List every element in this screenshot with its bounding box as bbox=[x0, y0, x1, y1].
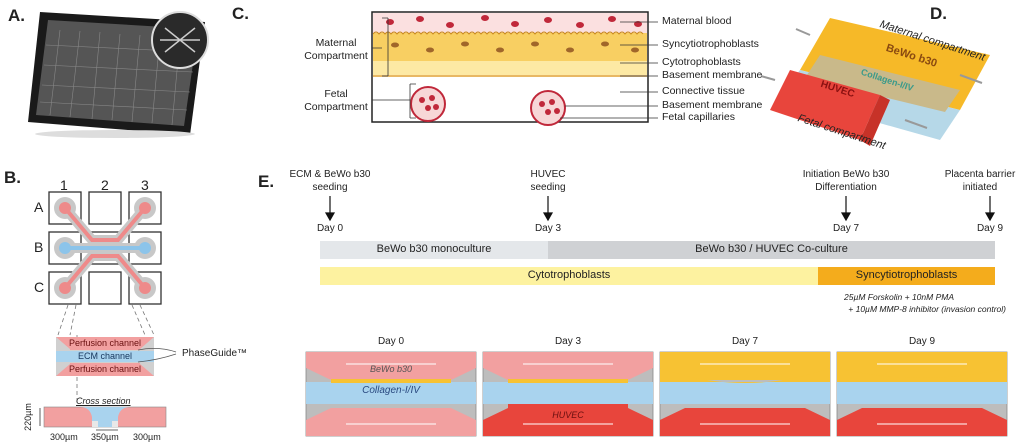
bar-coculture bbox=[548, 241, 995, 259]
event-subtitle: initiated bbox=[962, 182, 998, 193]
bewo-cells bbox=[508, 379, 628, 383]
label-width: 300µm bbox=[50, 432, 78, 442]
column-label: 2 bbox=[101, 177, 109, 193]
treatment-line-1: 25µM Forskolin + 10nM PMA bbox=[843, 292, 954, 302]
label-phaseguide: PhaseGuide™ bbox=[182, 348, 248, 359]
label-height: 220µm bbox=[22, 403, 33, 431]
fetal-channel bbox=[306, 408, 476, 436]
chip-layout bbox=[39, 191, 177, 431]
ecm-channel bbox=[306, 382, 476, 404]
bewo-layer bbox=[660, 368, 830, 383]
layer-label: Maternal blood bbox=[662, 15, 732, 27]
panel-label-b: B. bbox=[4, 168, 21, 187]
label-width: 350µm bbox=[91, 432, 119, 442]
label-monoculture: BeWo b30 monoculture bbox=[376, 243, 492, 255]
label-cytotrophoblasts: Cytotrophoblasts bbox=[527, 269, 611, 281]
chip-top-label: BeWo b30 bbox=[369, 364, 413, 374]
row-label: B bbox=[34, 239, 44, 255]
bewo-cells bbox=[331, 379, 451, 383]
label-ecm: ECM channel bbox=[77, 351, 133, 361]
chip-day: Day 0 bbox=[377, 336, 405, 347]
label-perfusion-top: Perfusion channel bbox=[68, 338, 142, 348]
panel-label-d: D. bbox=[930, 4, 947, 23]
treatment-line-2: + 10µM MMP-8 inhibitor (invasion control… bbox=[848, 304, 1006, 314]
column-label: 1 bbox=[60, 177, 68, 193]
panel-label-c: C. bbox=[232, 4, 249, 23]
timeline-arrows bbox=[324, 196, 996, 222]
label-width: 300µm bbox=[133, 432, 161, 442]
bar-syncytiotrophoblasts bbox=[818, 267, 995, 285]
event-day: Day 9 bbox=[976, 223, 1004, 234]
layer-label: Cytotrophoblasts bbox=[662, 56, 741, 68]
maternal-channel bbox=[660, 352, 830, 380]
fetal-channel bbox=[660, 408, 830, 436]
maternal-channel bbox=[306, 352, 476, 380]
maternal-channel bbox=[837, 352, 1007, 380]
event-subtitle: Differentiation bbox=[815, 182, 877, 193]
huvec-cells bbox=[508, 404, 628, 410]
layer-label: Syncytiotrophoblasts bbox=[662, 38, 759, 50]
label-cross-section: Cross section bbox=[76, 396, 131, 406]
panel-label-a: A. bbox=[8, 6, 25, 25]
row-label: C bbox=[34, 279, 45, 295]
layer-label: Basement membrane bbox=[662, 69, 763, 81]
ecm-channel bbox=[660, 382, 830, 404]
chip-panels bbox=[305, 351, 1008, 437]
chip-day: Day 7 bbox=[731, 336, 759, 347]
event-title: Placenta barrier bbox=[944, 169, 1016, 180]
fetal-channel bbox=[483, 408, 653, 436]
column-label: 3 bbox=[141, 177, 149, 193]
label-perfusion-bottom: Perfusion channel bbox=[68, 364, 142, 374]
event-subtitle: seeding bbox=[530, 182, 566, 193]
label-syncytiotrophoblasts: Syncytiotrophoblasts bbox=[855, 269, 958, 281]
event-day: Day 0 bbox=[316, 223, 344, 234]
chip-day: Day 9 bbox=[908, 336, 936, 347]
label-coculture: BeWo b30 / HUVEC Co-culture bbox=[695, 243, 848, 255]
layer-label: Basement membrane bbox=[662, 99, 763, 111]
ecm-channel bbox=[837, 382, 1007, 404]
ecm-channel bbox=[483, 382, 653, 404]
bar-monoculture bbox=[320, 241, 548, 259]
fetal-channel bbox=[837, 408, 1007, 436]
event-title: ECM & BeWo b30 bbox=[289, 169, 371, 180]
layer-label: Connective tissue bbox=[662, 85, 745, 97]
event-day: Day 3 bbox=[534, 223, 562, 234]
chip-day: Day 3 bbox=[554, 336, 582, 347]
maternal-channel bbox=[483, 352, 653, 380]
label-maternal-compartment: Maternal Compartment bbox=[304, 37, 368, 62]
event-title: HUVEC bbox=[530, 169, 566, 180]
bewo-layer bbox=[837, 368, 1007, 382]
panel-label-e: E. bbox=[258, 172, 275, 191]
event-subtitle: seeding bbox=[312, 182, 348, 193]
placenta-section bbox=[371, 11, 658, 126]
row-label: A bbox=[34, 199, 44, 215]
bar-cytotrophoblasts bbox=[320, 267, 818, 285]
layer-label: Fetal capillaries bbox=[662, 111, 735, 123]
label-fetal-compartment: Fetal Compartment bbox=[304, 88, 368, 113]
barrier-3d bbox=[760, 18, 990, 146]
chip-bottom-label: HUVEC bbox=[552, 410, 584, 420]
event-title: Initiation BeWo b30 bbox=[802, 169, 890, 180]
chip-middle-label: Collagen-I/IV bbox=[362, 385, 420, 396]
organoplate-image bbox=[28, 11, 209, 138]
event-day: Day 7 bbox=[832, 223, 860, 234]
